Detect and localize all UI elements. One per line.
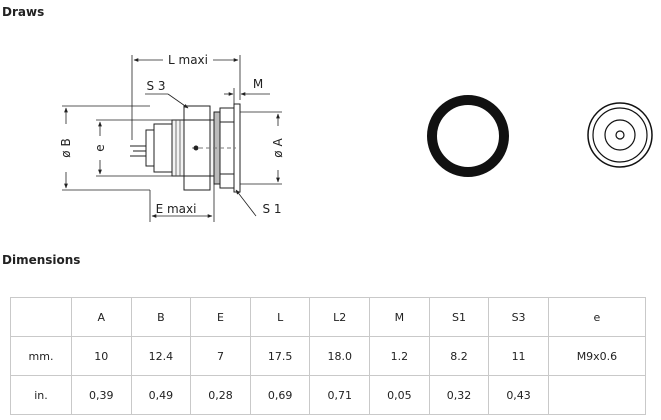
header-cell-s1: S1 — [428, 297, 490, 337]
header-cell-m: M — [369, 297, 430, 337]
label-s3: S 3 — [146, 79, 165, 93]
table-cell: 0,32 — [428, 375, 490, 415]
header-empty-cell — [10, 297, 72, 337]
connector-side-view — [130, 103, 241, 193]
technical-drawing: L maxi M S 3 ø B e ø A E maxi S 1 — [59, 53, 653, 222]
label-phi-a: ø A — [271, 138, 285, 158]
header-cell-a: A — [71, 297, 132, 337]
table-cell: 0,05 — [369, 375, 430, 415]
table-cell: 18.0 — [309, 336, 371, 376]
header-cell-s3: S3 — [488, 297, 549, 337]
table-cell: 0,71 — [309, 375, 371, 415]
table-cell: 17.5 — [249, 336, 311, 376]
label-phi-b: ø B — [59, 138, 73, 157]
table-cell: 11 — [488, 336, 549, 376]
table-cell: 12.4 — [130, 336, 192, 376]
header-cell-l2: L2 — [309, 297, 371, 337]
dimension-lines — [62, 55, 282, 222]
table-cell: 10 — [71, 336, 132, 376]
label-m: M — [253, 77, 263, 91]
label-e: e — [93, 144, 107, 151]
row-label-mm: mm. — [10, 336, 72, 376]
label-s1: S 1 — [262, 202, 281, 216]
label-e-maxi: E maxi — [156, 202, 197, 216]
table-cell: 7 — [190, 336, 251, 376]
connector-front-view — [587, 102, 653, 168]
header-cell-e-thread: e — [547, 297, 647, 337]
table-cell: M9x0.6 — [547, 336, 647, 376]
o-ring-view — [427, 95, 509, 177]
table-cell: 8.2 — [428, 336, 490, 376]
label-l-maxi: L maxi — [168, 53, 208, 67]
table-cell: 0,69 — [249, 375, 311, 415]
table-cell: 0,28 — [190, 375, 251, 415]
header-cell-l: L — [249, 297, 311, 337]
draws-section-title: Draws — [2, 5, 45, 19]
dimensions-table: A B E L L2 M S1 S3 e mm. 10 12.4 7 17.5 … — [10, 297, 647, 415]
header-cell-e: E — [190, 297, 251, 337]
table-row: in. 0,39 0,49 0,28 0,69 0,71 0,05 0,32 0… — [10, 375, 647, 415]
header-cell-b: B — [130, 297, 192, 337]
table-cell: 0,49 — [130, 375, 192, 415]
table-row: mm. 10 12.4 7 17.5 18.0 1.2 8.2 11 M9x0.… — [10, 336, 647, 376]
table-cell: 0,43 — [488, 375, 549, 415]
table-header-row: A B E L L2 M S1 S3 e — [10, 297, 647, 337]
dimensions-section-title: Dimensions — [2, 253, 81, 267]
row-label-in: in. — [10, 375, 72, 415]
table-cell: 0,39 — [71, 375, 132, 415]
table-cell: 1.2 — [369, 336, 430, 376]
table-cell — [547, 375, 647, 415]
